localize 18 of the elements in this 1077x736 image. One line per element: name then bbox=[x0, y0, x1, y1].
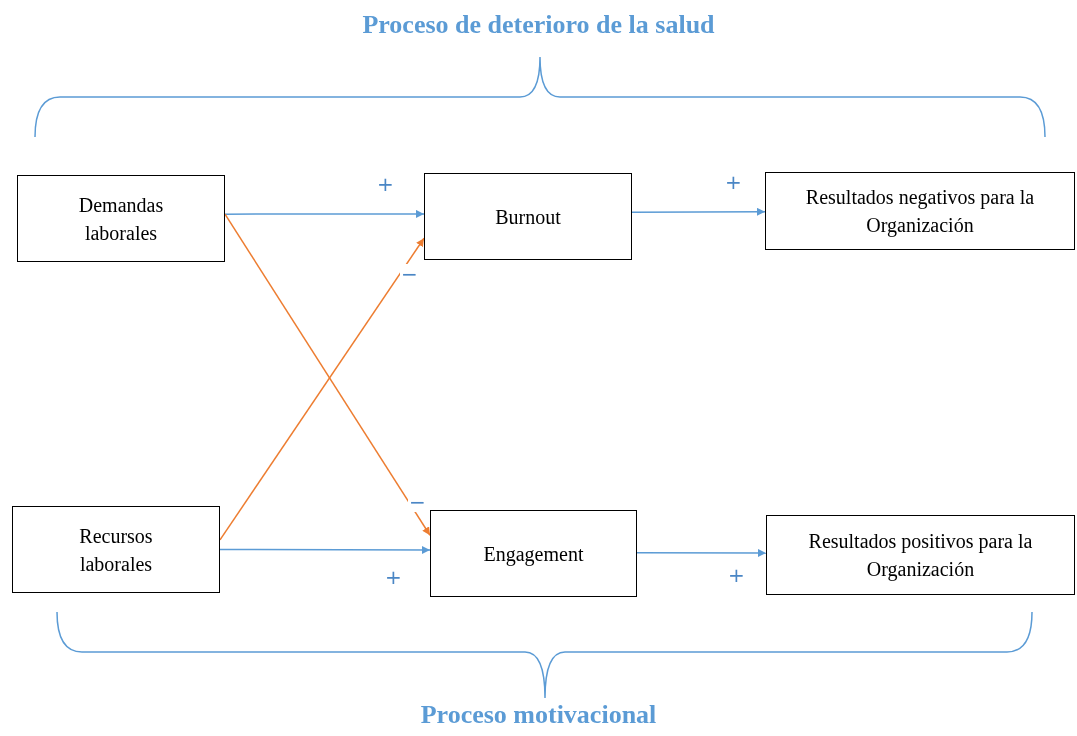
box-label: Demandas laborales bbox=[77, 192, 165, 246]
arrow bbox=[219, 546, 431, 554]
box-label: Burnout bbox=[495, 204, 561, 230]
process-box bbox=[766, 515, 1075, 595]
box-label: Engagement bbox=[483, 541, 584, 568]
process-box bbox=[430, 510, 637, 597]
box-label: Recursos laborales bbox=[78, 523, 154, 577]
arrow bbox=[636, 549, 767, 557]
box-label: Resultados negativos para la Organización bbox=[804, 185, 1036, 239]
process-box bbox=[17, 175, 225, 262]
process-box bbox=[424, 173, 632, 260]
process-box bbox=[12, 506, 220, 593]
diagram-title: Proceso de deterioro de la salud bbox=[362, 10, 715, 40]
arrow bbox=[224, 209, 425, 218]
process-box bbox=[765, 172, 1075, 250]
section-heading: Proceso motivacional bbox=[420, 700, 657, 730]
box-label: Resultados positivos para la Organización bbox=[807, 529, 1034, 583]
arrow bbox=[631, 207, 766, 216]
